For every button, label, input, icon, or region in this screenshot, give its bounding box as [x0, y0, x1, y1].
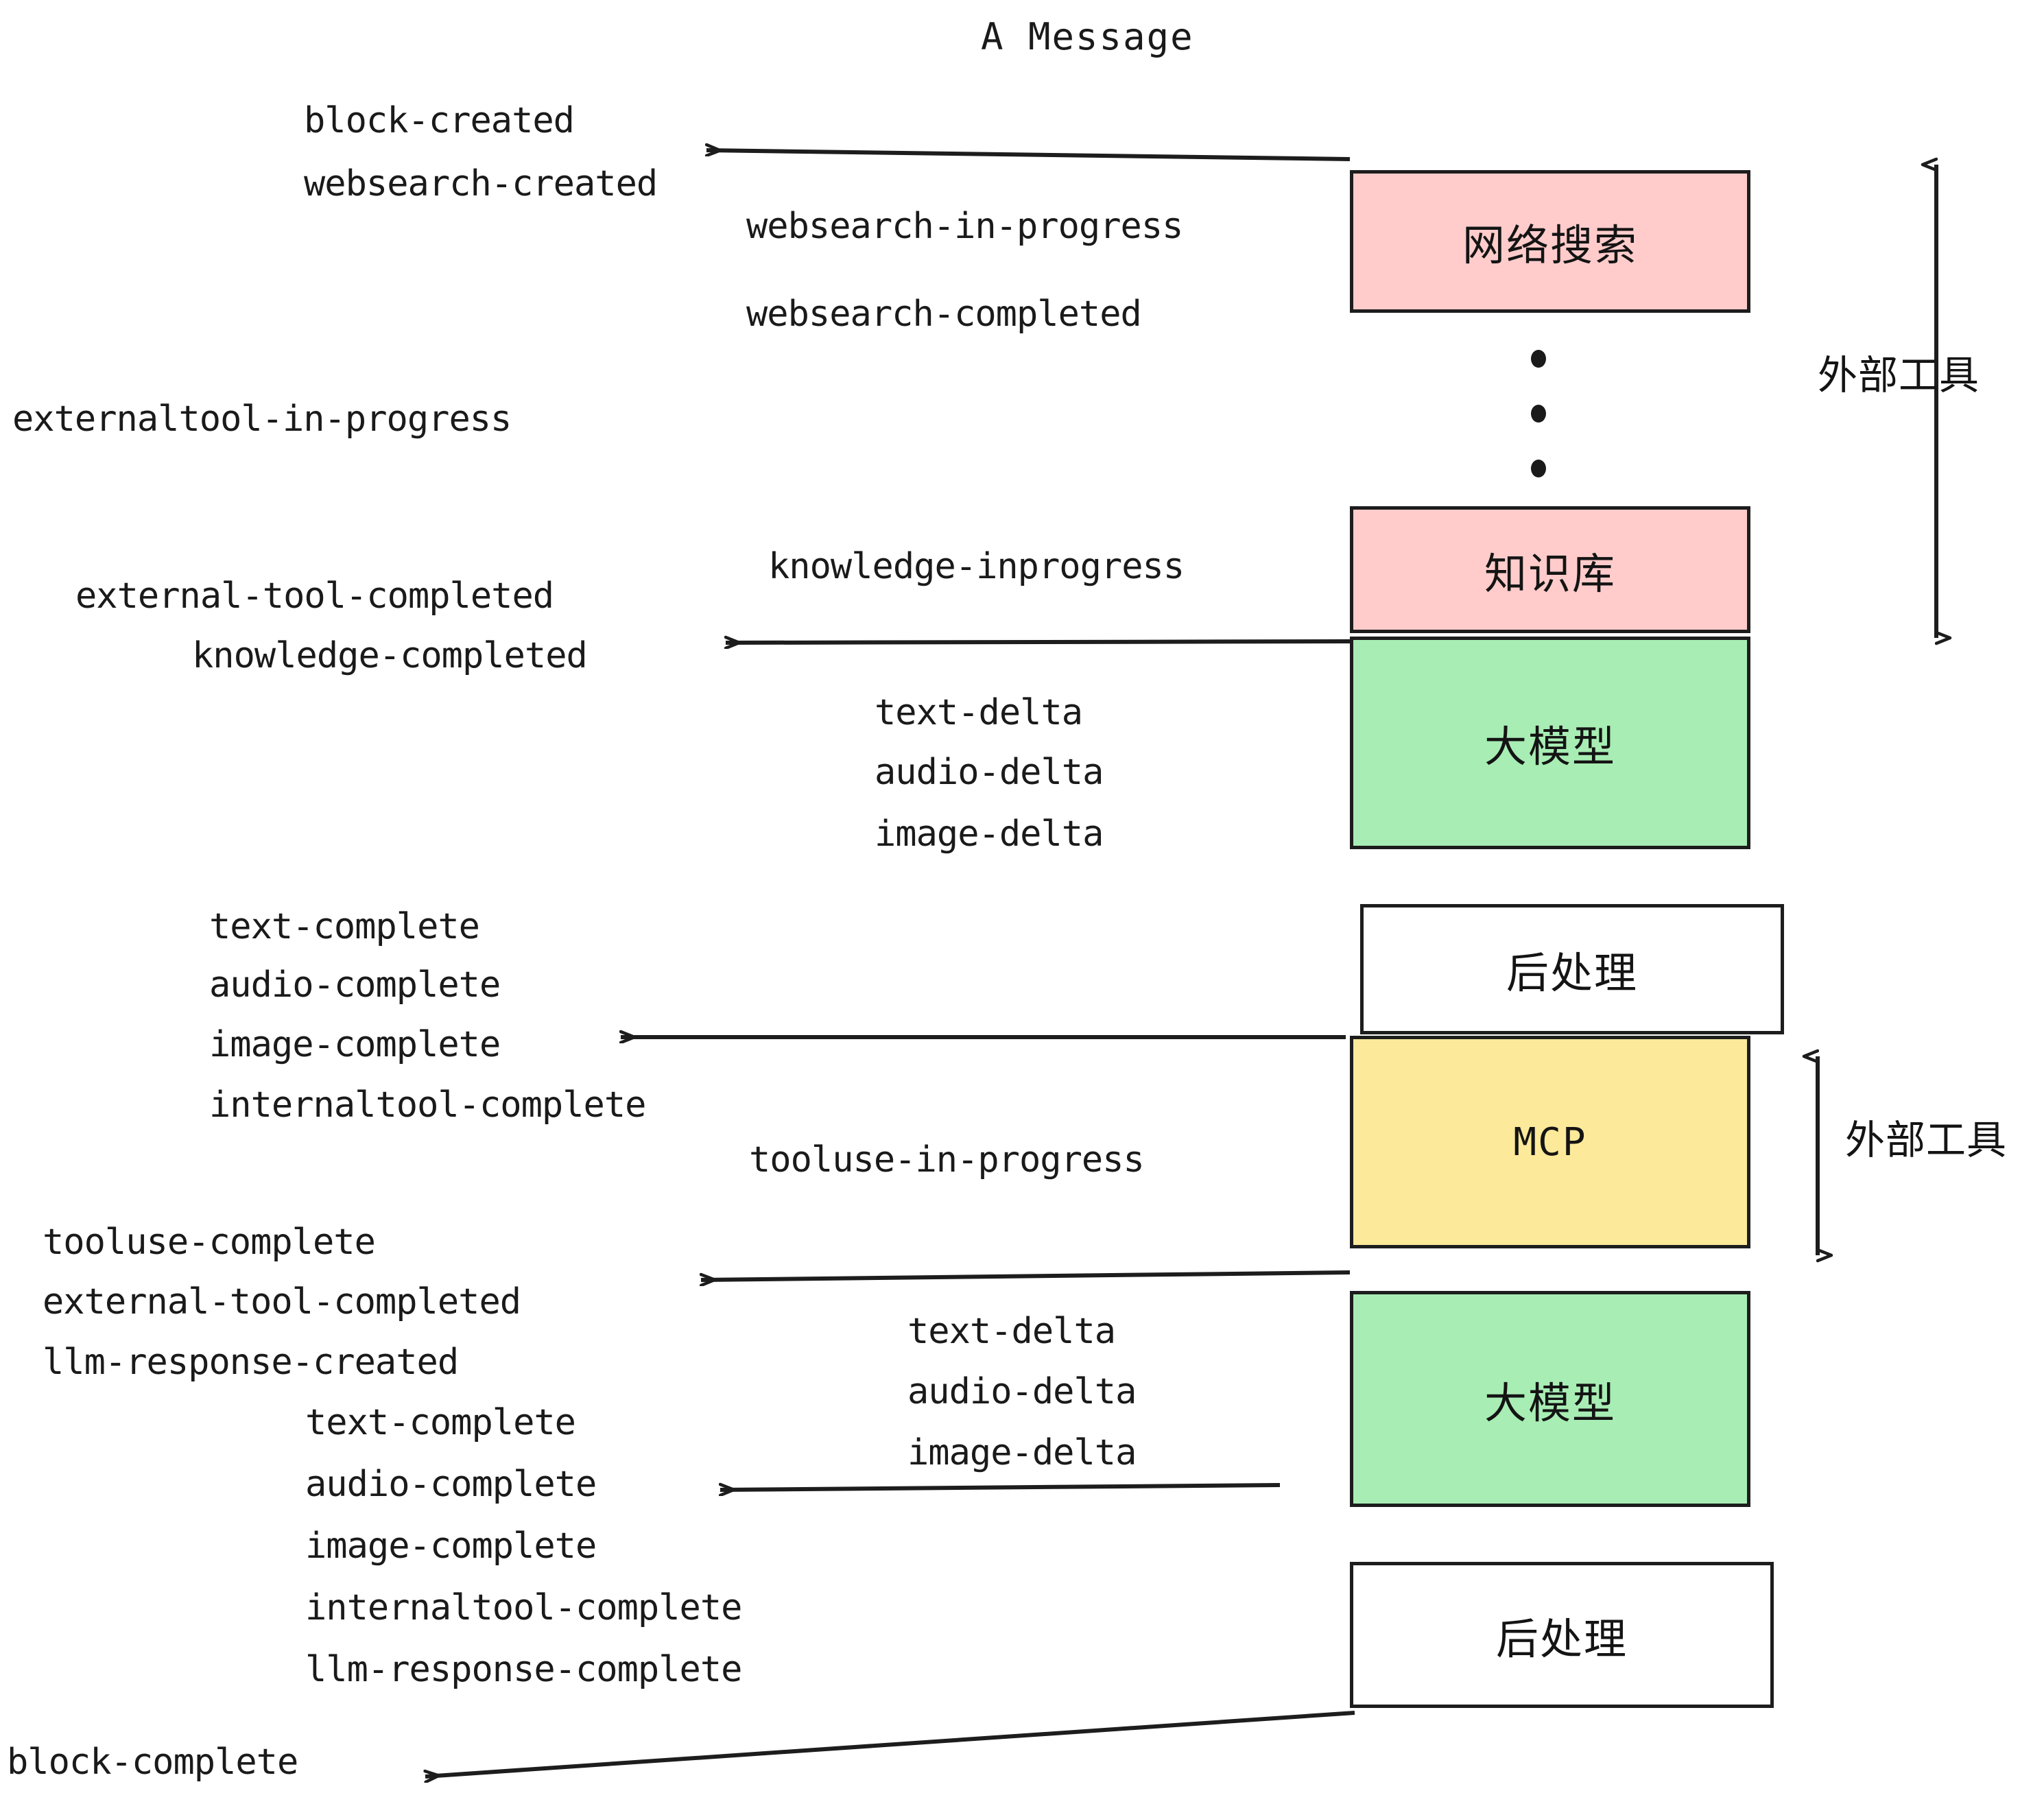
node-box-knowledge-label: 知识库 — [1484, 548, 1616, 599]
node-box-llm-bottom[interactable]: 大模型 — [1350, 1291, 1750, 1507]
side-label-external-tool-bottom: 外部工具 — [1845, 1117, 2008, 1163]
event-label-internaltool-complete-2: internaltool-complete — [305, 1587, 742, 1628]
event-label-audio-delta-2: audio-delta — [907, 1371, 1137, 1412]
event-label-block-complete: block-complete — [7, 1742, 298, 1783]
event-label-image-delta-2: image-delta — [907, 1432, 1137, 1473]
diagram-title: A Message — [981, 15, 1194, 58]
event-label-image-complete-2: image-complete — [305, 1526, 597, 1567]
event-label-audio-complete-1: audio-complete — [209, 964, 501, 1006]
node-box-knowledge[interactable]: 知识库 — [1350, 506, 1750, 633]
event-label-text-delta-2: text-delta — [907, 1311, 1116, 1352]
event-label-websearch-completed: websearch-completed — [746, 294, 1142, 335]
arrow-websearch-to-created — [706, 150, 1351, 161]
arrow-knowledge-to-completed — [726, 641, 1351, 643]
event-label-external-tool-completed-1: external-tool-completed — [75, 575, 554, 617]
event-label-tooluse-complete: tooluse-complete — [43, 1222, 376, 1263]
event-label-audio-complete-2: audio-complete — [305, 1464, 597, 1505]
event-label-knowledge-inprogress: knowledge-inprogress — [768, 546, 1185, 587]
event-label-text-delta-1: text-delta — [875, 692, 1083, 733]
event-label-llm-response-created: llm-response-created — [43, 1342, 459, 1383]
ellipsis-dot-2 — [1531, 405, 1546, 423]
event-label-internaltool-complete-1: internaltool-complete — [209, 1084, 646, 1126]
node-box-post-bottom-label: 后处理 — [1495, 1613, 1628, 1664]
event-label-external-tool-completed-2: external-tool-completed — [43, 1281, 521, 1322]
arrow-mcp-to-tooluse-complete — [701, 1270, 1351, 1280]
event-label-websearch-in-progress: websearch-in-progress — [746, 206, 1183, 247]
event-label-llm-response-complete: llm-response-complete — [305, 1649, 742, 1690]
node-box-llm-top[interactable]: 大模型 — [1350, 637, 1750, 849]
event-label-text-complete-1: text-complete — [209, 906, 480, 947]
event-label-block-created: block-created — [304, 100, 575, 141]
event-label-knowledge-completed: knowledge-completed — [192, 635, 588, 676]
arrow-post-to-block-complete — [425, 1711, 1355, 1777]
node-box-mcp-label: MCP — [1513, 1119, 1587, 1165]
ellipsis-dot-1 — [1531, 350, 1546, 368]
event-label-audio-delta-1: audio-delta — [875, 752, 1104, 793]
event-label-websearch-created: websearch-created — [304, 163, 658, 204]
node-box-websearch-label: 网络搜索 — [1462, 220, 1638, 270]
event-label-externaltool-in-progress: externaltool-in-progress — [12, 399, 512, 440]
node-box-mcp[interactable]: MCP — [1350, 1036, 1750, 1248]
node-box-post-top-label: 后处理 — [1506, 948, 1638, 998]
node-box-post-bottom[interactable]: 后处理 — [1350, 1562, 1774, 1708]
ellipsis-dot-3 — [1531, 460, 1546, 477]
node-box-websearch[interactable]: 网络搜索 — [1350, 170, 1750, 313]
node-box-post-top[interactable]: 后处理 — [1360, 904, 1784, 1034]
node-box-llm-top-label: 大模型 — [1484, 722, 1616, 772]
node-box-llm-bottom-label: 大模型 — [1484, 1377, 1616, 1428]
event-label-text-complete-2: text-complete — [305, 1402, 576, 1443]
event-label-tooluse-in-progress: tooluse-in-progress — [749, 1139, 1145, 1180]
event-label-image-delta-1: image-delta — [875, 814, 1104, 855]
event-label-image-complete-1: image-complete — [209, 1024, 501, 1065]
side-label-external-tool-top: 外部工具 — [1818, 352, 1980, 399]
arrow-llm-to-audio-complete — [720, 1485, 1281, 1490]
